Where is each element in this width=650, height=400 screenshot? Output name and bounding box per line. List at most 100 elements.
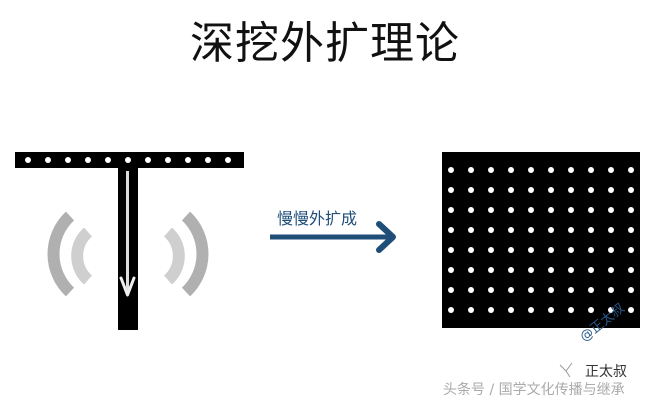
grid-dot [528, 207, 534, 213]
grid-dot [528, 167, 534, 173]
grid-dot [628, 167, 634, 173]
grid-dot [508, 247, 514, 253]
grid-dot [528, 287, 534, 293]
grid-dot [568, 187, 574, 193]
grid-dot [448, 227, 454, 233]
right-arrow-icon [270, 221, 396, 253]
grid-dot [568, 307, 574, 313]
bar-dot [165, 157, 171, 163]
grid-dot [508, 267, 514, 273]
grid-dot [608, 307, 614, 313]
grid-dot [628, 227, 634, 233]
grid-dot [528, 247, 534, 253]
grid-dot [528, 307, 534, 313]
grid-dot [568, 167, 574, 173]
grid-dot [588, 187, 594, 193]
grid-dot [528, 227, 534, 233]
grid-dot [448, 267, 454, 273]
bar-dot [145, 157, 151, 163]
right-signal-arcs-icon [163, 211, 209, 297]
grid-dot [588, 267, 594, 273]
grid-dot [568, 267, 574, 273]
grid-dot [508, 287, 514, 293]
bar-dot [105, 157, 111, 163]
grid-dot [628, 307, 634, 313]
grid-dot [468, 287, 474, 293]
grid-dot [548, 287, 554, 293]
grid-dot [488, 207, 494, 213]
grid-dot [568, 227, 574, 233]
grid-dot [588, 227, 594, 233]
grid-dot [628, 187, 634, 193]
grid-dot [548, 247, 554, 253]
grid-dot [488, 267, 494, 273]
grid-dot [588, 207, 594, 213]
grid-dot [528, 187, 534, 193]
bar-dot [85, 157, 91, 163]
arrow-label: 慢慢外扩成 [277, 209, 358, 228]
grid-dot [468, 247, 474, 253]
grid-dot [488, 287, 494, 293]
grid-dot [588, 287, 594, 293]
grid-dot [588, 247, 594, 253]
down-arrow-icon [119, 171, 136, 297]
watermark-name: 正太叔 [585, 364, 627, 380]
grid-dot [628, 267, 634, 273]
grid-dot [588, 307, 594, 313]
grid-dot [508, 227, 514, 233]
grid-dot [488, 187, 494, 193]
grid-dot [628, 207, 634, 213]
watermark-logo-icon [559, 362, 573, 378]
watermark-source: 头条号 / 国学文化传播与继承 [443, 382, 625, 398]
grid-dot [448, 187, 454, 193]
dot-grid [442, 152, 640, 328]
grid-dot [608, 287, 614, 293]
grid-dot [568, 207, 574, 213]
bar-dot [45, 157, 51, 163]
grid-dot [488, 307, 494, 313]
left-signal-arcs-icon [47, 211, 93, 297]
grid-dot [508, 187, 514, 193]
grid-dot [528, 267, 534, 273]
grid-dot [608, 247, 614, 253]
grid-dot [448, 167, 454, 173]
grid-dot [508, 207, 514, 213]
bar-dot [25, 157, 31, 163]
grid-dot [488, 167, 494, 173]
grid-dot [468, 267, 474, 273]
grid-dot [608, 227, 614, 233]
grid-dot [568, 247, 574, 253]
grid-dot [628, 247, 634, 253]
grid-dot [548, 267, 554, 273]
grid-dot [488, 227, 494, 233]
grid-dot [448, 307, 454, 313]
grid-dot [468, 307, 474, 313]
grid-dot [548, 187, 554, 193]
grid-dot [508, 307, 514, 313]
grid-dot [468, 207, 474, 213]
grid-dot [448, 287, 454, 293]
page-title: 深挖外扩理论 [190, 18, 460, 69]
grid-dot [508, 167, 514, 173]
grid-dot [468, 227, 474, 233]
grid-dot [448, 247, 454, 253]
bar-dot [185, 157, 191, 163]
grid-dot [448, 207, 454, 213]
grid-dot [548, 207, 554, 213]
grid-dot [568, 287, 574, 293]
grid-dot [468, 167, 474, 173]
bar-dot [205, 157, 211, 163]
grid-dot [608, 207, 614, 213]
grid-dot [548, 227, 554, 233]
bar-dot [125, 157, 131, 163]
t-bar [15, 152, 244, 168]
grid-dot [628, 287, 634, 293]
bar-dot [65, 157, 71, 163]
grid-dot [468, 187, 474, 193]
grid-dot [548, 307, 554, 313]
grid-dot [548, 167, 554, 173]
grid-dot [608, 267, 614, 273]
grid-dot [608, 167, 614, 173]
grid-dot [488, 247, 494, 253]
